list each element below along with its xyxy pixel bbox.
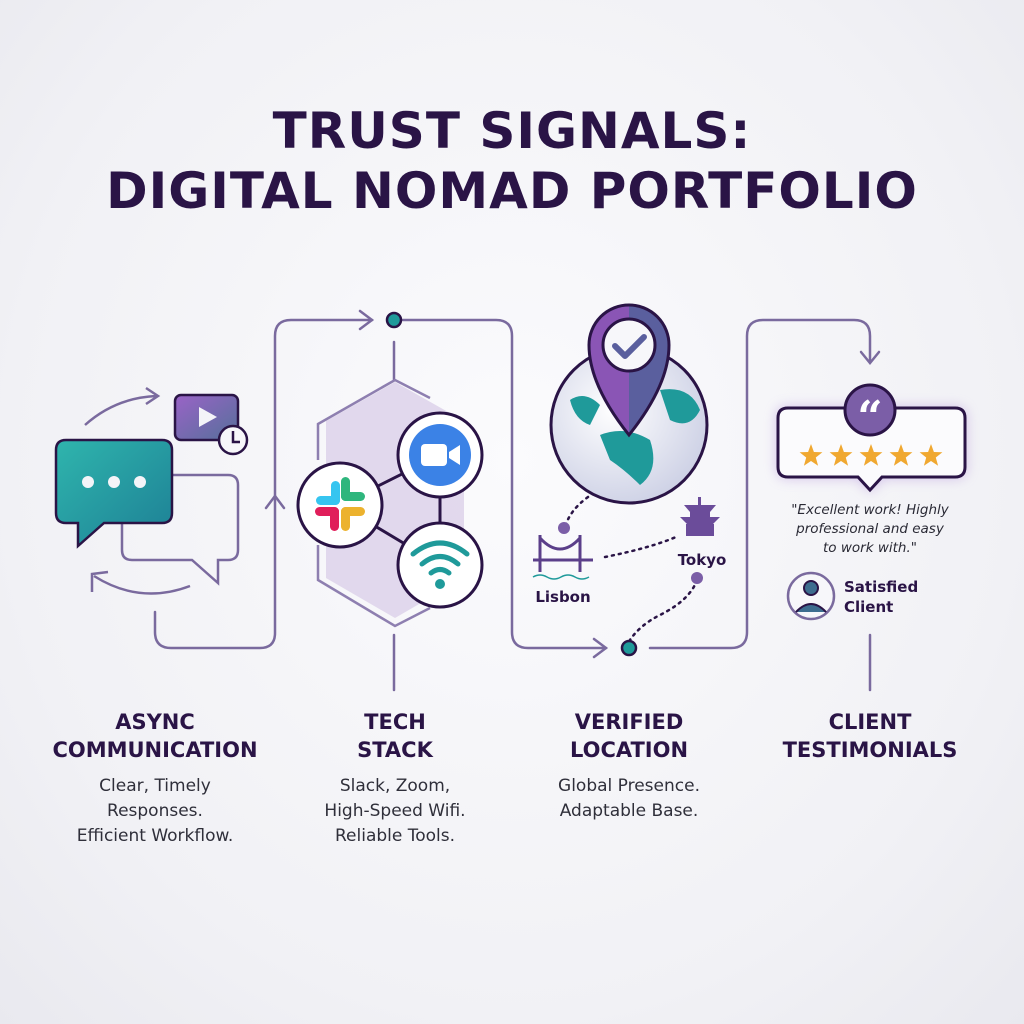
heading-line-2: LOCATION: [569, 738, 689, 762]
quote-mark: “: [857, 392, 882, 443]
title-line-1: TRUST SIGNALS:: [272, 102, 752, 160]
connector-node-1: [385, 311, 403, 329]
author-line-1: Satisfied: [844, 578, 918, 596]
pagoda-icon: [680, 497, 720, 536]
description-line: Adaptable Base.: [559, 801, 699, 821]
description-line: Responses.: [107, 801, 203, 821]
heading-line-2: COMMUNICATION: [52, 738, 258, 762]
heading-line-1: VERIFIED: [574, 710, 684, 734]
star-icon: [919, 444, 943, 466]
avatar: [786, 571, 836, 621]
quote-line-3: to work with.": [823, 540, 917, 556]
heading-line-2: STACK: [357, 738, 433, 762]
heading-line-1: CLIENT: [828, 710, 912, 734]
description-line: Slack, Zoom,: [339, 776, 451, 796]
heading-line-1: ASYNC: [115, 710, 195, 734]
connector-lines: [153, 309, 881, 692]
author-line-2: Client: [844, 598, 893, 616]
outline-chat-bubble-icon: [120, 473, 240, 586]
chat-bubble-icon: [54, 438, 174, 549]
star-icon: [889, 444, 913, 466]
lisbon-label: Lisbon: [535, 588, 590, 606]
tech-stack-icon: [296, 378, 484, 628]
heading-line-2: TESTIMONIALS: [782, 738, 958, 762]
slack-icon: [296, 461, 384, 549]
quote-line-2: professional and easy: [795, 521, 945, 537]
refresh-arrow-top-icon: [84, 386, 161, 426]
star-icon: [859, 444, 883, 466]
connector-node-2: [620, 639, 638, 657]
star-rating: [799, 444, 943, 466]
zoom-icon: [396, 411, 484, 499]
tokyo-label: Tokyo: [678, 551, 727, 569]
clock-icon: [217, 424, 249, 456]
column-tech-stack: TECH STACK Slack, Zoom, High-Speed Wifi. Re…: [265, 708, 525, 849]
star-icon: [829, 444, 853, 466]
description-line: Clear, Timely: [99, 776, 211, 796]
verified-location-icon: [532, 303, 720, 642]
quote-icon: [843, 383, 897, 437]
testimonial-card: “: [776, 383, 967, 493]
description-line: Reliable Tools.: [334, 826, 456, 846]
title-line-2: DIGITAL NOMAD PORTFOLIO: [106, 162, 918, 220]
bridge-icon: [532, 535, 593, 580]
async-communication-icon: [54, 386, 249, 595]
star-icon: [799, 444, 823, 466]
column-verified-location: VERIFIED LOCATION Global Presence. Adaptab…: [499, 708, 759, 824]
refresh-arrow-bottom-icon: [90, 570, 191, 595]
heading-line-1: TECH: [364, 710, 426, 734]
wifi-icon: [396, 521, 484, 609]
column-client-testimonials: CLIENT TESTIMONIALS: [740, 708, 1000, 764]
description-line: Global Presence.: [558, 776, 700, 796]
description-line: Efficient Workflow.: [76, 826, 234, 846]
check-icon: [612, 334, 647, 359]
description-line: High-Speed Wifi.: [324, 801, 466, 821]
quote-line-1: "Excellent work! Highly: [791, 502, 950, 518]
